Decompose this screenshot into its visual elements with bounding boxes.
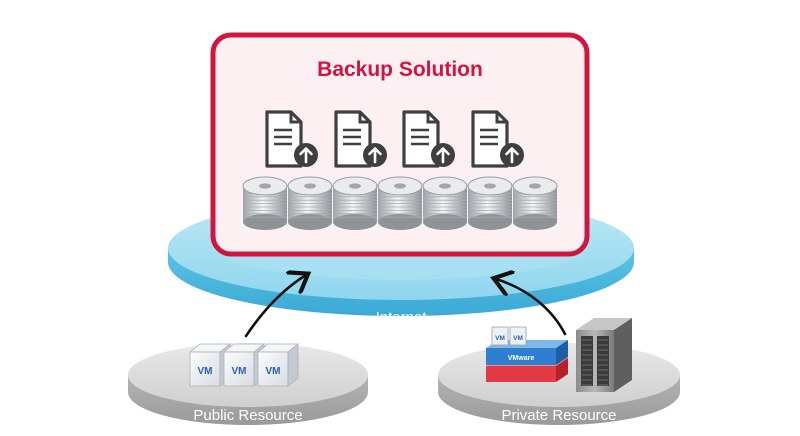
vm-label: VM	[232, 366, 247, 377]
vm-cube-icon: VM	[222, 343, 266, 387]
disk-row	[242, 176, 558, 230]
public-to-backup-arrow	[244, 275, 306, 338]
public-resource-label: Public Resource	[193, 407, 303, 424]
document-upload-icon	[334, 110, 387, 168]
disk-stack-icon	[287, 176, 333, 230]
disk-stack-icon	[332, 176, 378, 230]
document-upload-icon	[402, 110, 455, 168]
document-upload-icon	[471, 110, 524, 168]
internet-label: Internet	[375, 309, 427, 326]
document-upload-icon	[265, 110, 318, 168]
vmware-server-icon: VMware VM VM	[486, 326, 568, 382]
private-to-backup-arrow	[496, 279, 567, 336]
server-rack-icon	[576, 318, 632, 392]
disk-stack-icon	[467, 176, 513, 230]
diagram-title: Backup Solution	[317, 58, 483, 81]
disk-stack-icon	[242, 176, 288, 230]
vm-group: VM VM VM	[188, 343, 300, 387]
vmware-label: VMware	[508, 355, 535, 362]
vm-label: VM	[198, 366, 213, 377]
document-row	[265, 110, 524, 168]
vm-cube-icon: VM	[256, 343, 300, 387]
disk-stack-icon	[377, 176, 423, 230]
vm-mini-label-2: VM	[513, 335, 523, 342]
vm-mini-label-1: VM	[495, 335, 505, 342]
private-resource-label: Private Resource	[501, 407, 617, 424]
disk-stack-icon	[512, 176, 558, 230]
vm-label: VM	[266, 366, 281, 377]
disk-stack-icon	[422, 176, 468, 230]
